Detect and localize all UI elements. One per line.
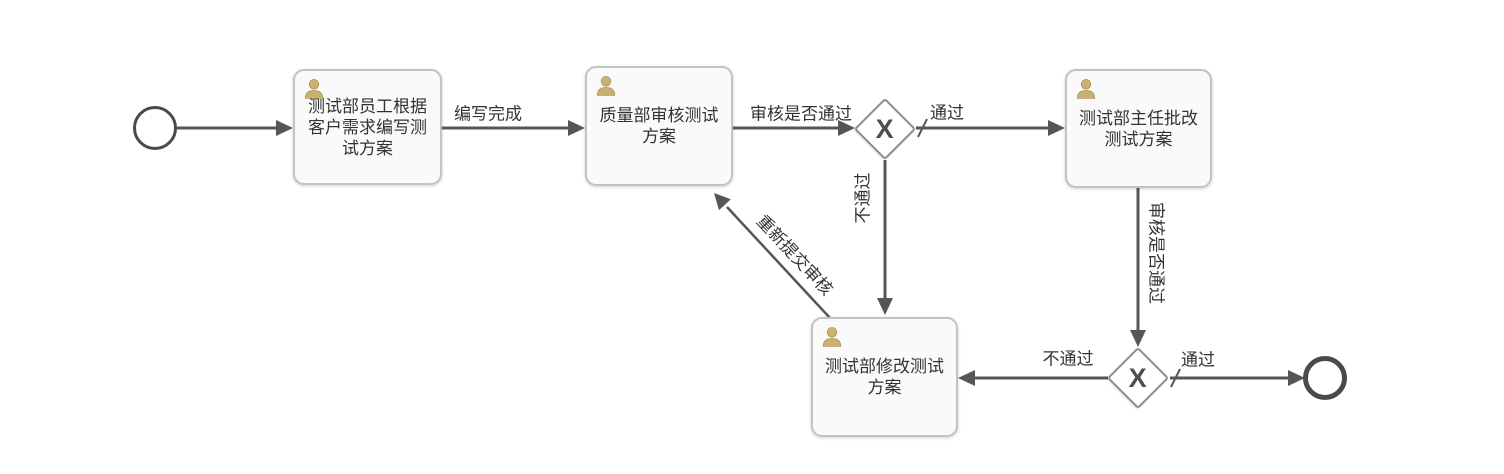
start-event[interactable] [133,106,177,150]
user-icon [304,79,324,99]
edge-label-director-review-question: 审核是否通过 [1146,202,1166,304]
task-label: 测试部员工根据 客户需求编写测 试方案 [308,96,427,158]
flow-gateway1-to-task4 [877,160,893,315]
edge-label-director-pass: 通过 [1181,350,1215,370]
flow-gateway2-to-end [1170,368,1305,388]
flow-task1-to-task2 [442,120,585,136]
user-icon [822,327,842,347]
task-modify-plan[interactable]: 测试部修改测试 方案 [811,317,958,437]
task-director-revise[interactable]: 测试部主任批改 测试方案 [1065,69,1212,188]
edge-label-quality-pass: 通过 [930,103,964,123]
edge-label-director-fail: 不通过 [1042,349,1094,369]
task-write-plan[interactable]: 测试部员工根据 客户需求编写测 试方案 [293,69,442,185]
edge-label-write-done: 编写完成 [454,104,522,124]
flow-start-to-task1 [177,120,293,136]
flow-gateway1-to-task3 [916,118,1065,138]
flow-task2-to-gateway1 [733,120,855,136]
user-icon [596,76,616,96]
xor-gateway-marker: X [1128,362,1148,393]
task-label: 测试部主任批改 测试方案 [1079,108,1198,149]
end-event[interactable] [1303,356,1347,400]
task-label: 质量部审核测试 方案 [599,106,719,146]
edge-label-quality-fail: 不通过 [853,172,873,224]
flow-task3-to-gateway2 [1130,188,1146,347]
xor-gateway-marker: X [875,113,895,144]
flow-task4-to-task2-resubmit [714,193,831,319]
edge-label-quality-review-question: 审核是否通过 [750,104,852,124]
task-quality-review[interactable]: 质量部审核测试 方案 [585,66,733,186]
default-flow-slash [917,118,928,138]
task-label: 测试部修改测试 方案 [825,357,944,397]
user-icon [1076,79,1096,99]
default-flow-slash [1170,368,1181,388]
flow-gateway2-to-task4 [958,370,1108,386]
